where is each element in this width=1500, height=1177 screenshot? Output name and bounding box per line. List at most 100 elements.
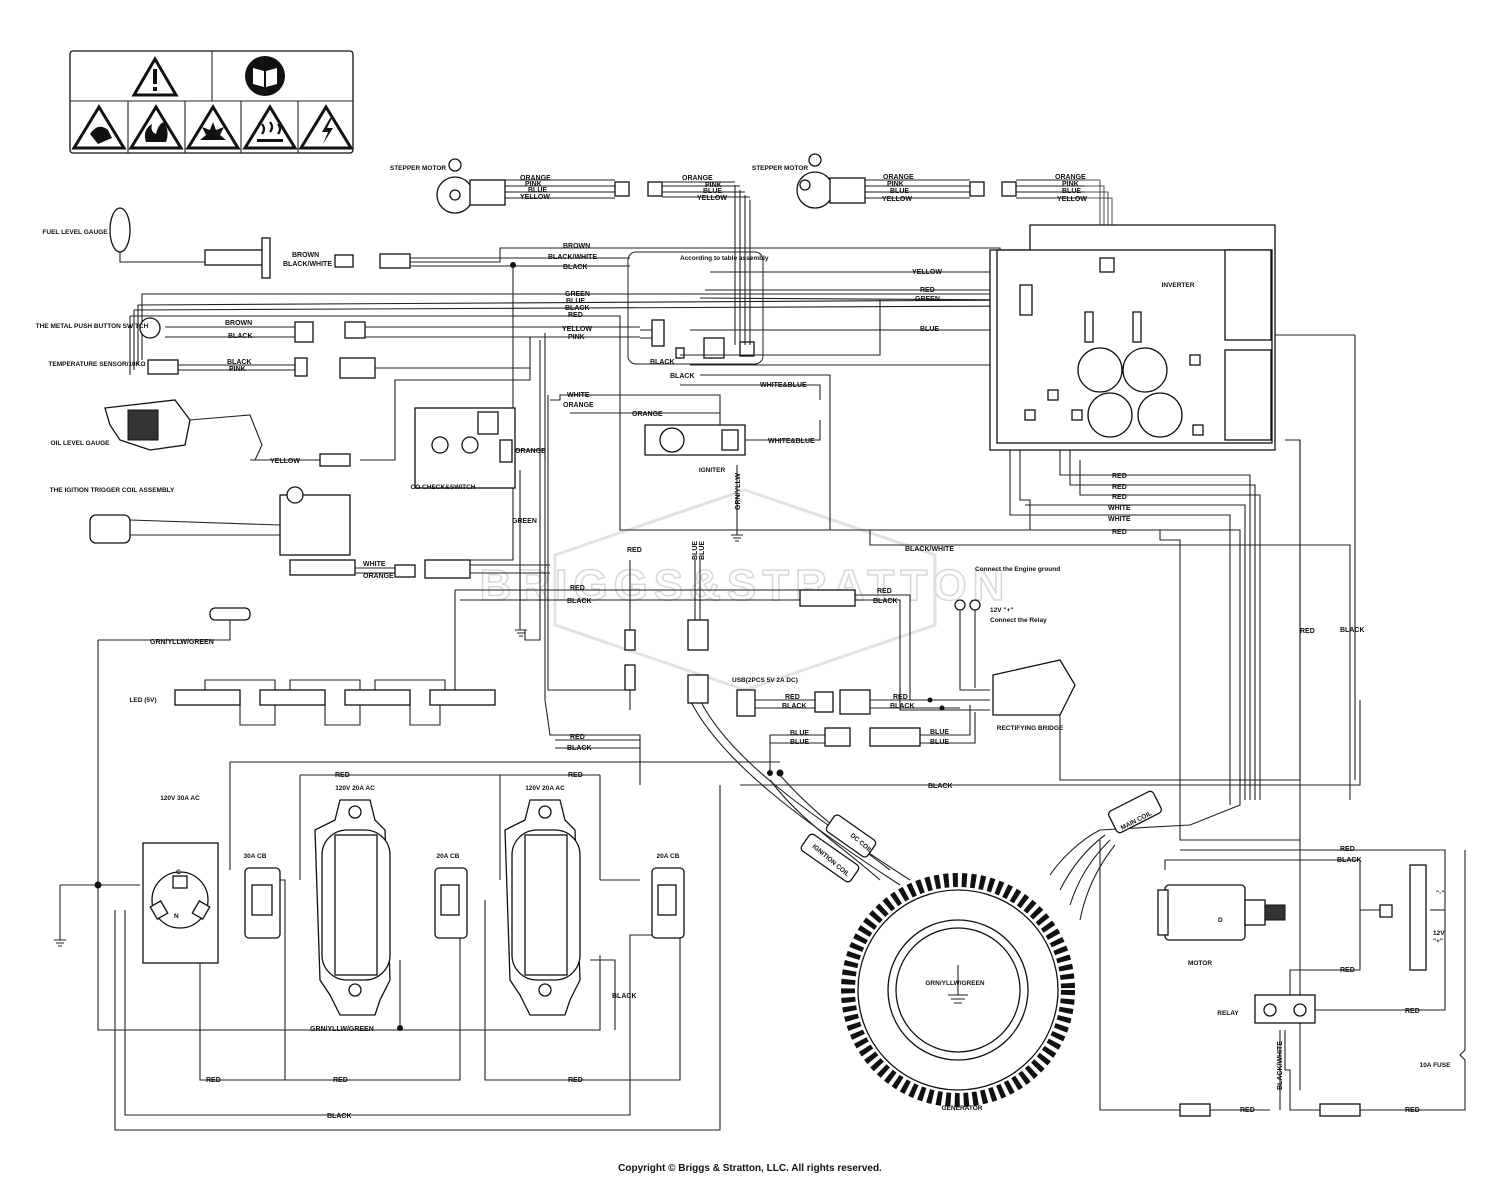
wire-label: PINK — [525, 181, 542, 188]
wire-label: ORANGE — [515, 448, 546, 455]
wire-label: PINK — [705, 182, 722, 189]
outlet-20a-2-label: 120V 20A AC — [525, 785, 565, 792]
wire-label: BLACK/WHITE — [905, 546, 954, 553]
wire-label: RED — [568, 772, 583, 779]
usb-label: USB(2PCS 5V 2A DC) — [732, 677, 798, 684]
wire-label: BLACK — [1337, 857, 1362, 864]
wire-label: GREEN — [915, 296, 940, 303]
wire-label: BLUE — [528, 187, 547, 194]
wire-label: RED — [1405, 1107, 1420, 1114]
stepper-motor-1: STEPPER MOTOR — [390, 158, 750, 214]
rectifying-bridge: RECTIFYING BRIDGE — [992, 659, 1076, 732]
connect-relay-label: Connect the Relay — [990, 617, 1047, 624]
oil-level-gauge-label: OIL LEVEL GAUGE — [51, 440, 111, 447]
wire-label: BROWN — [292, 252, 319, 259]
wire-label: BLACK/WHITE — [283, 261, 332, 268]
outlet-n-label: N — [174, 913, 179, 920]
motor-label: MOTOR — [1188, 960, 1212, 967]
ignition-trigger-label: THE IGITION TRIGGER COIL ASSEMBLY — [50, 487, 175, 494]
wire-label: WHITE — [1108, 516, 1131, 523]
safety-label — [69, 50, 354, 154]
wire-label: RED — [1240, 1107, 1255, 1114]
wire-label: RED — [568, 1077, 583, 1084]
fuse-connector — [1319, 1103, 1361, 1117]
wire-label: RED — [1112, 529, 1127, 536]
wire-label: WHITE&BLUE — [760, 382, 807, 389]
circuit-breaker-20a-1: 20A CB — [434, 853, 468, 939]
wire-label: BLUE — [890, 188, 909, 195]
watermark-text: BRIGGS&STRATTON — [480, 561, 1011, 610]
wire-label: PINK — [1062, 181, 1079, 188]
red-black-connector — [799, 589, 856, 607]
rectifying-bridge-label: RECTIFYING BRIDGE — [997, 725, 1064, 732]
outlet-30a-label: 120V 30A AC — [160, 795, 200, 802]
temperature-sensor-label: TEMPERATURE SENSOR/10KΩ — [48, 361, 145, 368]
battery-minus-label: "-" — [1436, 890, 1444, 897]
cb-20a-1-label: 20A CB — [437, 853, 460, 860]
wire-label: BLUE — [566, 298, 585, 305]
wire-label: WHITE — [567, 392, 590, 399]
igniter: IGNITER — [644, 424, 746, 474]
wire-label: BLACK — [782, 703, 807, 710]
wire-label: BLACK — [1340, 627, 1365, 634]
wire-label: RED — [627, 547, 642, 554]
cb-30a-label: 30A CB — [244, 853, 267, 860]
wire-label: BLUE — [790, 739, 809, 746]
fire-icon — [128, 104, 184, 150]
outlet-20a-1-label: 120V 20A AC — [335, 785, 375, 792]
fuse-label: 10A FUSE — [1420, 1062, 1451, 1069]
hand-entanglement-icon — [71, 104, 127, 150]
wire-label: BLACK — [670, 373, 695, 380]
wire-label: BLACK — [928, 783, 953, 790]
ignition-trigger-coil: THE IGITION TRIGGER COIL ASSEMBLY — [50, 486, 471, 579]
temperature-sensor: TEMPERATURE SENSOR/10KΩ — [48, 357, 376, 379]
wire-label: BLUE — [692, 541, 699, 560]
generator: GENERATOR GRN/YLLW/GREEN — [841, 873, 1075, 1112]
wire-label: YELLOW — [270, 458, 300, 465]
wire-label: BLUE — [920, 326, 939, 333]
wire-label: BROWN — [225, 320, 252, 327]
battery-label: 12V — [1433, 930, 1445, 937]
wire-label: BLUE — [703, 188, 722, 195]
wire-label: RED — [1112, 484, 1127, 491]
oil-level-gauge: OIL LEVEL GAUGE — [51, 399, 351, 467]
warning-triangle-icon — [131, 56, 179, 97]
wire-label: PINK — [229, 366, 246, 373]
outlet-20a-1: 120V 20A AC — [314, 785, 391, 1016]
wire-label: ORANGE — [883, 174, 914, 181]
wire-label: WHITE — [363, 561, 386, 568]
manual-book-icon — [245, 56, 285, 96]
wire-label: BROWN — [563, 243, 590, 250]
wire-label: RED — [920, 287, 935, 294]
wire-label: BLACK — [228, 333, 253, 340]
wire-label: BLACK — [873, 598, 898, 605]
metal-push-button-switch: THE METAL PUSH BUTTON SWITCH — [36, 317, 366, 343]
battery-plus-label: "+" — [1433, 938, 1443, 945]
wire-label: GRN/YLLW/GREEN — [150, 639, 214, 646]
blue-connector — [824, 727, 851, 747]
wire-label: BLACK — [227, 359, 252, 366]
relay: RELAY — [1217, 994, 1316, 1024]
wire-label: BLACK/WHITE — [548, 254, 597, 261]
plug-connector — [624, 629, 636, 651]
wire-label: ORANGE — [520, 175, 551, 182]
inverter: INVERTER — [989, 224, 1276, 451]
plug-connector — [687, 674, 709, 704]
wire-label: RED — [570, 585, 585, 592]
wire-label: PINK — [887, 181, 904, 188]
outlet-30a: N G 120V 30A AC — [142, 795, 219, 964]
wire-harness — [54, 179, 1466, 1131]
wire-label: BLACK — [327, 1113, 352, 1120]
wire-label: RED — [785, 694, 800, 701]
outlet-20a-2: 120V 20A AC — [504, 785, 581, 1016]
wire-label: RED — [206, 1077, 221, 1084]
wire-label: YELLOW — [697, 195, 727, 202]
wire-label: RED — [1112, 473, 1127, 480]
fuel-level-gauge: FUEL LEVEL GAUGE — [42, 207, 411, 279]
wire-label: YELLOW — [882, 196, 912, 203]
wire-label: BLUE — [930, 739, 949, 746]
wire-label: BLACK — [890, 703, 915, 710]
wire-label: BLACK — [567, 745, 592, 752]
stepper-motor-1-label: STEPPER MOTOR — [390, 165, 447, 172]
wire-label: RED — [877, 588, 892, 595]
